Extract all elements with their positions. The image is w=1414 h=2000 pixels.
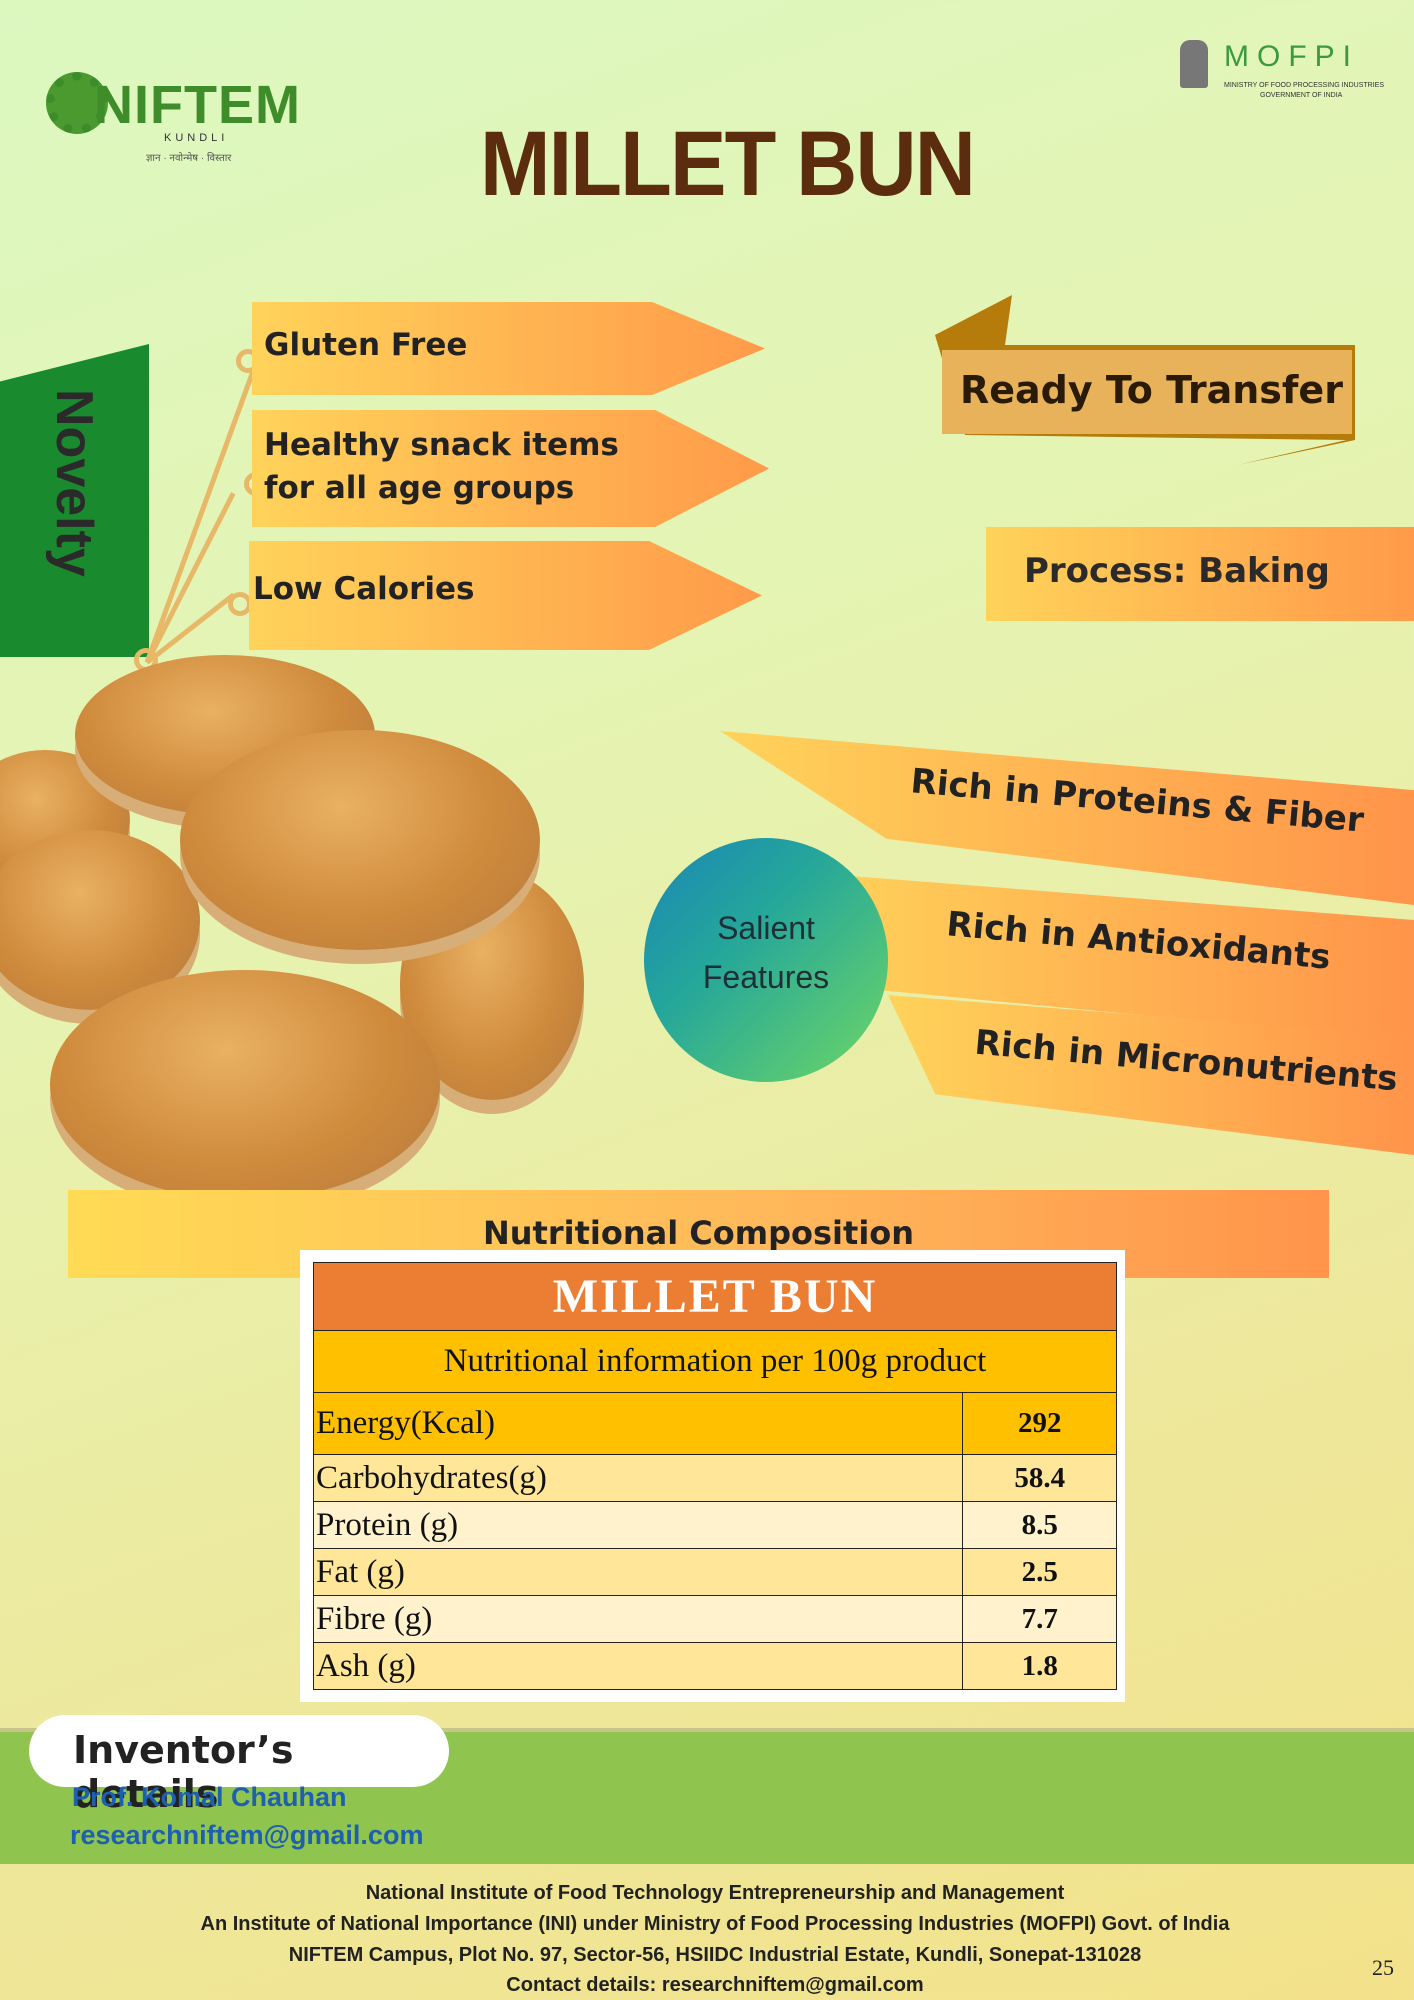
novelty-banner: Novelty: [0, 344, 149, 657]
process-label: Process: Baking: [986, 527, 1414, 621]
salient-features-circle: Salient Features: [644, 838, 888, 1082]
table-title: MILLET BUN: [313, 1262, 1117, 1331]
footer-line: National Institute of Food Technology En…: [365, 1882, 1065, 1904]
novelty-item: Gluten Free: [252, 302, 765, 395]
table-row: Protein (g)8.5: [312, 1501, 1117, 1549]
novelty-item: Healthy snack items for all age groups: [252, 410, 769, 527]
table-row: Fibre (g)7.7: [312, 1595, 1117, 1643]
mofpi-logo: MOFPI MINISTRY OF FOOD PROCESSING INDUST…: [1180, 38, 1384, 104]
table-row: Carbohydrates(g)58.4: [312, 1454, 1117, 1502]
novelty-label: Novelty: [45, 389, 103, 577]
connector-line: [144, 492, 236, 664]
millet-bun-photo: [0, 650, 584, 1218]
footer-line: An Institute of National Importance (INI…: [200, 1913, 1230, 1935]
footer-line: Contact details: researchniftem@gmail.co…: [506, 1974, 924, 1996]
mofpi-line1: MINISTRY OF FOOD PROCESSING INDUSTRIES: [1224, 82, 1384, 89]
novelty-item: Low Calories: [249, 541, 762, 650]
page-number: 25: [1372, 1955, 1394, 1980]
table-row: Fat (g)2.5: [312, 1548, 1117, 1596]
nutrition-table: MILLET BUN Nutritional information per 1…: [300, 1250, 1125, 1702]
niftem-wordmark: NIFTEM: [94, 75, 301, 135]
features-label: Features: [702, 959, 830, 995]
niftem-sub: KUNDLI: [164, 132, 229, 144]
table-row: Ash (g)1.8: [312, 1642, 1117, 1690]
gear-globe-icon: [46, 72, 108, 134]
national-emblem-icon: [1180, 40, 1208, 88]
niftem-tagline: ज्ञान · नवोन्मेष · विस्तार: [146, 153, 232, 164]
inventor-name: Prof. Komal Chauhan: [72, 1782, 347, 1812]
mofpi-wordmark: MOFPI: [1224, 40, 1359, 73]
ready-to-transfer-label: Ready To Transfer: [942, 350, 1352, 434]
inventor-heading: Inventor’s details: [29, 1715, 449, 1816]
connector-dot: [228, 592, 252, 616]
page-title: MILLET BUN: [479, 113, 976, 215]
inventor-email[interactable]: researchniftem@gmail.com: [70, 1820, 424, 1850]
salient-label: Salient: [717, 910, 815, 946]
table-subtitle: Nutritional information per 100g product: [313, 1330, 1117, 1393]
niftem-logo: NIFTEM KUNDLI ज्ञान · नवोन्मेष · विस्तार: [46, 66, 316, 166]
table-row: Energy(Kcal)292: [312, 1392, 1117, 1455]
footer-line: NIFTEM Campus, Plot No. 97, Sector-56, H…: [288, 1944, 1142, 1966]
mofpi-line2: GOVERNMENT OF INDIA: [1260, 92, 1343, 99]
